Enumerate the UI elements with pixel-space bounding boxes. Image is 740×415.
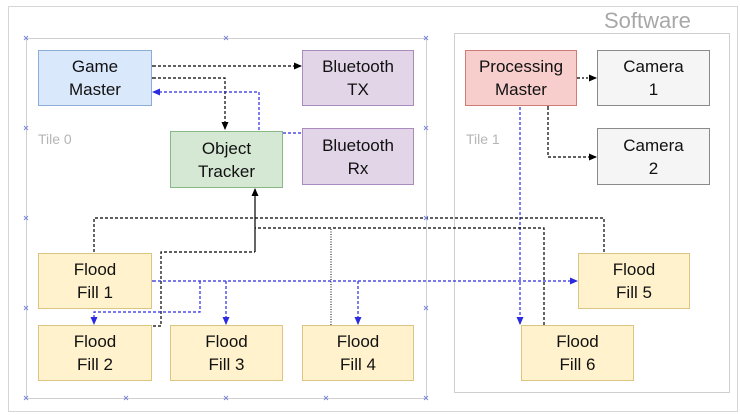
outer-frame xyxy=(8,6,738,412)
flood-fill-2-line2: Fill 2 xyxy=(77,355,113,374)
edge-flood-fill-6-object-tracker xyxy=(255,227,545,325)
node-processing-master[interactable]: Processing Master xyxy=(465,50,577,106)
bluetooth-tx-line1: Bluetooth xyxy=(322,57,394,76)
node-flood-fill-1[interactable]: Flood Fill 1 xyxy=(38,253,152,309)
bluetooth-rx-line2: Rx xyxy=(347,158,369,178)
node-bluetooth-tx[interactable]: Bluetooth TX xyxy=(302,50,414,106)
node-camera-1[interactable]: Camera 1 xyxy=(597,50,710,106)
flood-fill-6-line1: Flood xyxy=(556,332,599,351)
node-game-master[interactable]: Game Master xyxy=(38,50,152,106)
flood-fill-6-line2: Fill 6 xyxy=(559,355,596,374)
flood-fill-4-line1: Flood xyxy=(336,332,380,351)
object-tracker-line2: Tracker xyxy=(198,161,255,181)
camera-1-line1: Camera xyxy=(623,57,684,76)
tile-1-container xyxy=(454,33,730,393)
node-bluetooth-rx[interactable]: Bluetooth Rx xyxy=(302,128,414,185)
edge-bus-flood-fill-2 xyxy=(90,281,201,325)
camera-1-line2: 1 xyxy=(648,80,659,99)
flood-fill-3-line2: Fill 3 xyxy=(208,355,245,374)
object-tracker-line1: Object xyxy=(201,138,252,158)
camera-2-line1: Camera xyxy=(623,135,684,155)
node-flood-fill-4[interactable]: Flood Fill 4 xyxy=(302,325,414,381)
bluetooth-rx-line1: Bluetooth xyxy=(322,135,394,155)
bluetooth-tx-line2: TX xyxy=(347,80,369,99)
flood-fill-4-line2: Fill 4 xyxy=(340,355,376,374)
edge-flood-fill-2-object-tracker xyxy=(153,251,255,327)
flood-fill-1-line1: Flood xyxy=(73,260,117,279)
tile-1-label: Tile 1 xyxy=(466,131,500,147)
software-label: Software xyxy=(604,8,691,33)
node-object-tracker[interactable]: Object Tracker xyxy=(170,131,283,188)
edge-processing-master-camera-2 xyxy=(544,100,597,161)
game-master-line2: Master xyxy=(69,80,121,99)
tile-0-label: Tile 0 xyxy=(38,131,72,147)
game-master-line1: Game xyxy=(71,57,119,76)
edge-flood-fill-1-object-tracker xyxy=(93,217,605,252)
node-flood-fill-3[interactable]: Flood Fill 3 xyxy=(170,325,283,381)
flood-fill-5-line1: Flood xyxy=(612,260,656,279)
selection-handles xyxy=(23,35,429,401)
node-camera-2[interactable]: Camera 2 xyxy=(597,128,710,185)
node-flood-fill-5[interactable]: Flood Fill 5 xyxy=(578,253,690,309)
flood-fill-2-line1: Flood xyxy=(73,332,117,351)
node-flood-fill-6[interactable]: Flood Fill 6 xyxy=(521,325,634,381)
flood-fill-3-line1: Flood xyxy=(205,332,248,351)
flood-fill-5-line2: Fill 5 xyxy=(616,283,652,302)
processing-master-line2: Master xyxy=(495,80,547,99)
edge-game-master-object-tracker xyxy=(146,74,229,130)
processing-master-line1: Processing xyxy=(478,57,564,76)
node-flood-fill-2[interactable]: Flood Fill 2 xyxy=(38,325,152,381)
flood-fill-1-line2: Fill 1 xyxy=(77,283,113,302)
edge-bluetooth-rx-game-master xyxy=(152,88,301,134)
camera-2-line2: 2 xyxy=(648,158,659,178)
